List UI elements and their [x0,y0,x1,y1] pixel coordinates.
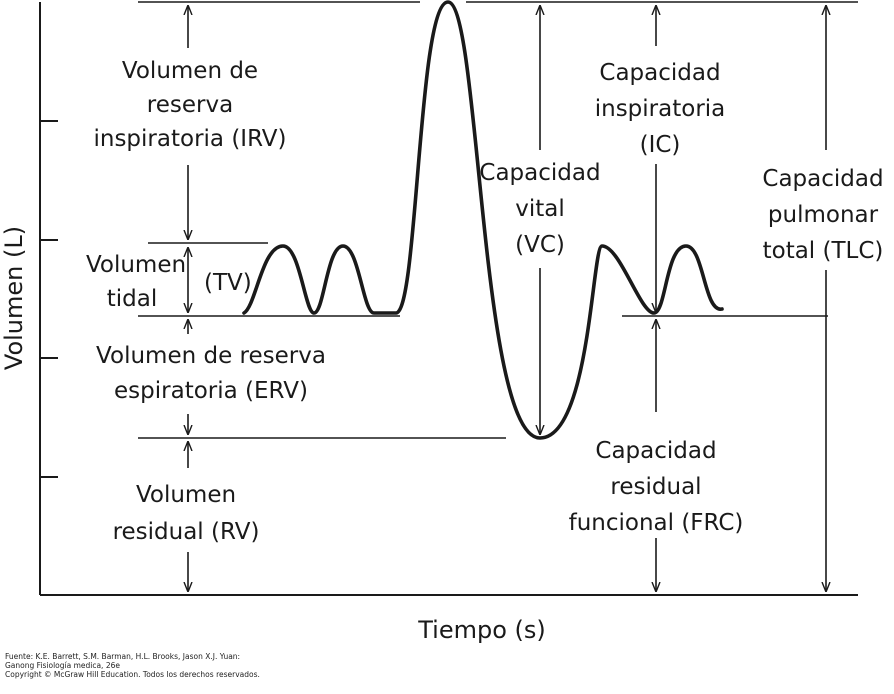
svg-text:Capacidad: Capacidad [762,166,883,192]
svg-text:inspiratoria (IRV): inspiratoria (IRV) [93,126,286,152]
source-line-authors: Fuente: K.E. Barrett, S.M. Barman, H.L. … [5,652,241,661]
svg-text:pulmonar: pulmonar [768,202,879,228]
svg-text:Capacidad: Capacidad [479,160,600,186]
svg-text:Volumen de reserva: Volumen de reserva [96,343,326,369]
x-axis-title: Tiempo (s) [417,616,546,644]
svg-text:Volumen de: Volumen de [122,58,258,84]
svg-text:inspiratoria: inspiratoria [595,96,726,122]
source-line-copyright: Copyright © McGraw Hill Education. Todos… [5,670,260,679]
tlc-label: Capacidad pulmonar total (TLC) [762,166,883,264]
svg-text:residual: residual [610,474,701,500]
svg-text:Volumen: Volumen [86,252,186,278]
y-axis-title: Volumen (L) [0,226,28,370]
svg-text:Capacidad: Capacidad [595,438,716,464]
source-line-book: Ganong Fisiología medica, 26e [5,661,120,670]
svg-text:Volumen: Volumen [136,482,236,508]
vc-label: Capacidad vital (VC) [479,160,600,258]
svg-text:vital: vital [515,196,565,222]
svg-text:funcional (FRC): funcional (FRC) [569,510,744,536]
erv-label: Volumen de reserva espiratoria (ERV) [96,343,326,404]
irv-label: Volumen de reserva inspiratoria (IRV) [93,58,286,152]
svg-text:espiratoria (ERV): espiratoria (ERV) [114,378,308,404]
svg-text:(VC): (VC) [515,232,565,258]
rv-label: Volumen residual (RV) [113,482,260,545]
tv-label: (TV) [204,270,252,296]
frc-label: Capacidad residual funcional (FRC) [569,438,744,536]
svg-text:residual (RV): residual (RV) [113,519,260,545]
svg-text:total (TLC): total (TLC) [763,238,884,264]
tidal-label: Volumen tidal [86,252,186,312]
svg-text:reserva: reserva [147,92,233,118]
reference-lines [138,1,858,439]
ic-label: Capacidad inspiratoria (IC) [595,60,726,158]
svg-text:tidal: tidal [107,286,158,312]
source-credit: Fuente: K.E. Barrett, S.M. Barman, H.L. … [5,652,260,679]
svg-text:Capacidad: Capacidad [599,60,720,86]
y-axis [39,2,58,595]
svg-text:(IC): (IC) [640,132,681,158]
